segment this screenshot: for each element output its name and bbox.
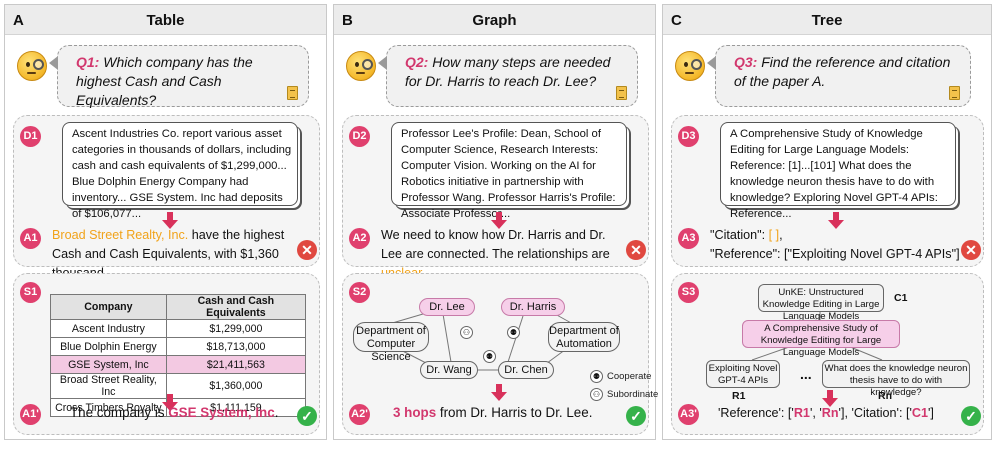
panel-header: A Table [5,5,326,35]
graph-node: Dr. Wang [420,361,478,379]
table-row-highlighted: GSE System, Inc$21,411,563 [50,355,307,374]
panel-title: Graph [472,12,517,29]
graph-node: Dr. Lee [419,298,475,316]
answer-badge: A1' [20,404,41,425]
question-bubble: Q1: Which company has the highest Cash a… [49,45,309,108]
panel-table: A Table Q1: Which company has the highes… [4,4,327,440]
column-header: Cash and Cash Equivalents [165,294,307,320]
question-number: Q1: [76,54,100,70]
question-bubble: Q2: How many steps are needed for Dr. Ha… [378,45,638,107]
legend-cooperate: Cooperate [607,371,652,382]
graph-node: Department of Computer Science [353,322,429,363]
tree-node-citation: UnKE: Unstructured Knowledge Editing in … [758,284,884,322]
panel-letter: C [671,12,682,29]
answer-badge: A3' [678,404,699,425]
struct-badge: S2 [349,282,370,303]
thinking-face-icon [675,51,705,81]
document-icon [616,86,627,100]
table-row: Blue Dolphin Energy$18,713,000 [50,337,307,356]
question-text: Which company has the highest Cash and C… [76,54,253,108]
panel-header: C Tree [663,5,991,35]
panel-graph: B Graph Q2: How many steps are needed fo… [333,4,658,440]
document-card [391,122,627,206]
question-text: How many steps are needed for Dr. Harris… [405,54,611,89]
answer-badge: A2 [349,228,370,249]
graph-node: Dr. Chen [498,361,554,379]
graph-node: Dr. Harris [501,298,565,316]
document-section: D3 A Comprehensive Study of Knowledge Ed… [671,115,984,267]
answer-text: The company is GSE System, Inc. [70,405,279,420]
table-row: Ascent Industry$1,299,000 [50,319,307,338]
legend-subordinate: Subordinate [607,389,659,400]
panel-title: Table [146,12,185,29]
company-table: Company Cash and Cash Equivalents Ascent… [50,294,307,417]
graph-node: Department of Automation [548,322,620,352]
correct-icon: ✓ [297,406,317,426]
struct-badge: S1 [20,282,41,303]
document-text: Ascent Industries Co. report various ass… [72,128,292,220]
panel-letter: B [342,12,353,29]
cooperate-icon: ⚉ [590,370,603,383]
wrong-icon: ✕ [297,240,317,260]
panel-title: Tree [811,12,843,29]
answer-highlight: Broad Street Realty, Inc. [52,228,189,242]
question-bubble: Q3: Find the reference and citation of t… [707,45,971,107]
document-text: A Comprehensive Study of Knowledge Editi… [730,128,938,220]
cooperate-icon: ⚉ [507,326,520,339]
correct-icon: ✓ [626,406,646,426]
document-card [62,122,298,206]
panel-header: B Graph [334,5,655,35]
wrong-icon: ✕ [961,240,981,260]
question-number: Q3: [734,54,758,70]
answer-text: We need to know how Dr. Harris and Dr. L… [381,226,629,283]
doc-badge: D2 [349,126,370,147]
answer-badge: A1 [20,228,41,249]
struct-badge: S3 [678,282,699,303]
thinking-face-icon [17,51,47,81]
panel-letter: A [13,12,24,29]
document-text: Professor Lee's Profile: Dean, School of… [401,128,616,220]
answer-text: 3 hops from Dr. Harris to Dr. Lee. [393,405,593,420]
subordinate-icon: ⚇ [460,326,473,339]
tree-node-reference: Exploiting Novel GPT-4 APIs [706,360,780,388]
answer-highlight: 3 hops [393,405,437,420]
answer-text: 'Reference': ['R1', 'Rn'], 'Citation': [… [718,406,934,420]
answer-text: Broad Street Realty, Inc. have the highe… [52,228,285,280]
doc-badge: D3 [678,126,699,147]
wrong-icon: ✕ [626,240,646,260]
table-row: Broad Street Reality, Inc$1,360,000 [50,373,307,399]
subordinate-icon: ⚇ [590,388,603,401]
document-section: D1 Ascent Industries Co. report various … [13,115,320,280]
tree-dots: ... [800,366,812,382]
answer-highlight: [ ] [768,228,780,242]
document-icon [287,86,298,100]
answer-text: "Citation": [ ], "Reference": ["Exploiti… [710,228,960,261]
tree-label: R1 [732,390,746,402]
structure-section: S1 Company Cash and Cash Equivalents Asc… [13,273,320,435]
document-card [720,122,956,206]
answer-badge: A3 [678,228,699,249]
doc-badge: D1 [20,126,41,147]
answer-highlight: GSE System, Inc [168,405,275,420]
tree-node-paper: A Comprehensive Study of Knowledge Editi… [742,320,900,358]
document-icon [949,86,960,100]
question-number: Q2: [405,54,429,70]
column-header: Company [50,294,167,320]
tree-label: Rn [878,390,892,402]
structure-section: S3 UnKE: Unstructured Knowledge Editing … [671,273,984,435]
tree-label: C1 [894,292,908,304]
tree-node-reference: What does the knowledge neuron thesis ha… [822,360,970,398]
cooperate-icon: ⚉ [483,350,496,363]
question-text: Find the reference and citation of the p… [734,54,951,89]
answer-badge: A2' [349,404,370,425]
correct-icon: ✓ [961,406,981,426]
panel-tree: C Tree Q3: Find the reference and citati… [662,4,992,440]
structure-section: S2 Dr. Lee Dr. Harris Department of Comp… [342,273,658,435]
thinking-face-icon [346,51,376,81]
document-section: D2 Professor Lee's Profile: Dean, School… [342,115,649,280]
